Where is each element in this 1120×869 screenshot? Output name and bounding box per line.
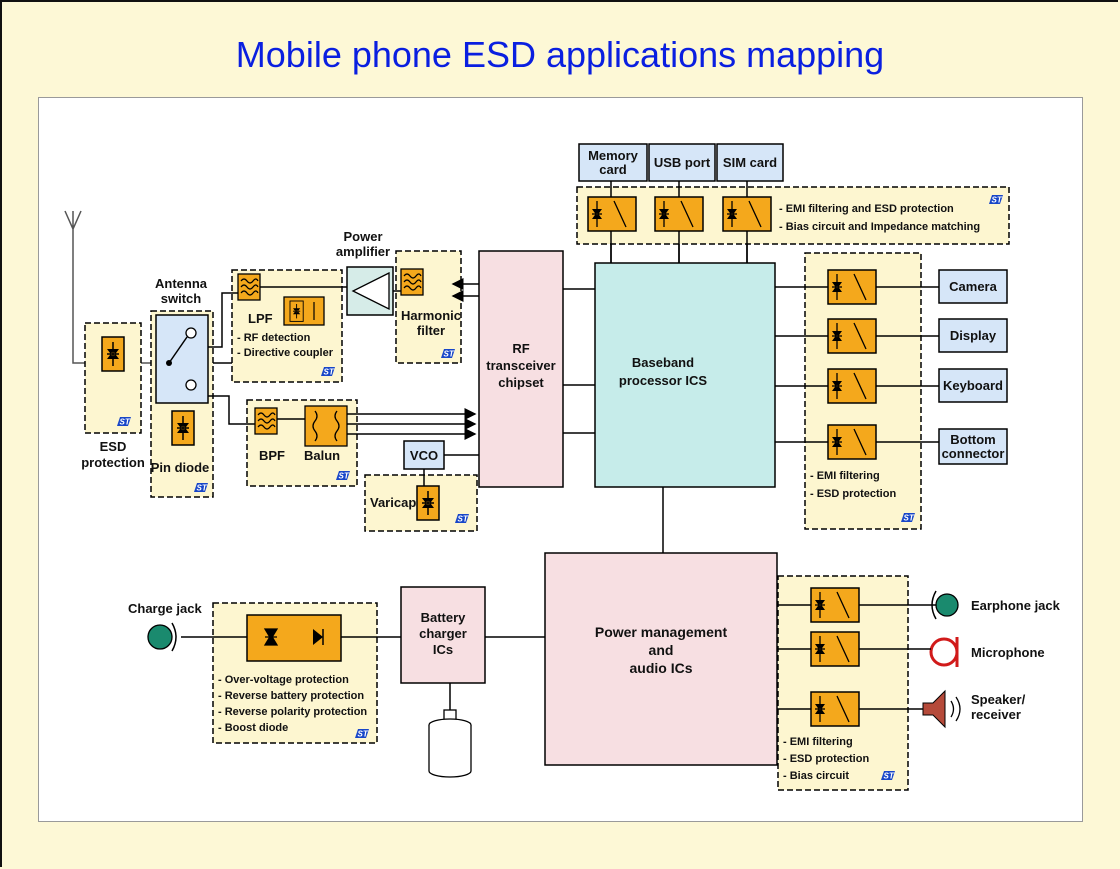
- camera-box: Camera: [938, 269, 1008, 304]
- right-note-1: - EMI filtering: [810, 470, 880, 482]
- esd-protection-label-2: protection: [81, 455, 145, 470]
- charge-protection-block: - Over-voltage protection - Reverse batt…: [212, 602, 378, 744]
- antenna-switch-block: Antenna switch Pin diode: [150, 276, 214, 498]
- right-note-2: - ESD protection: [810, 488, 896, 500]
- right-esd-group: - EMI filtering - ESD protection: [804, 252, 922, 530]
- power-amplifier-label-2: amplifier: [336, 244, 390, 259]
- power-mgmt-label-1: Power management: [595, 624, 728, 640]
- st-logo-icon: [901, 513, 915, 523]
- lpf-label: LPF: [248, 311, 273, 326]
- sim-card-label: SIM card: [723, 155, 777, 170]
- varicap-block: Varicap: [364, 469, 478, 532]
- audio-note-1: - EMI filtering: [783, 736, 853, 748]
- slide-title: Mobile phone ESD applications mapping: [235, 34, 885, 75]
- harmonic-filter-label-2: filter: [417, 323, 445, 338]
- earphone-jack-label: Earphone jack: [971, 598, 1061, 613]
- vco-label: VCO: [410, 448, 438, 463]
- rf-transceiver-block: RF transceiver chipset: [478, 250, 564, 488]
- display-label: Display: [950, 328, 997, 343]
- power-amplifier-block: Power amplifier: [336, 229, 394, 316]
- audio-note-3: - Bias circuit: [783, 770, 849, 782]
- power-management-block: Power management and audio ICs: [544, 552, 778, 766]
- speaker-label-2: receiver: [971, 707, 1021, 722]
- baseband-block: Baseband processor ICS: [594, 262, 776, 488]
- antenna-switch-label-2: switch: [161, 291, 202, 306]
- battery-charger-label-2: charger: [419, 626, 467, 641]
- top-note-2: - Bias circuit and Impedance matching: [779, 221, 980, 233]
- speaker-label-1: Speaker/: [971, 692, 1026, 707]
- connections: [181, 244, 939, 710]
- battery-charger-label-3: ICs: [433, 642, 453, 657]
- charge-note-4: - Boost diode: [218, 722, 288, 734]
- pin-diode-label: Pin diode: [151, 460, 210, 475]
- varicap-label: Varicap: [370, 495, 416, 510]
- memory-card-label-2: card: [599, 162, 627, 177]
- baseband-label-1: Baseband: [632, 355, 694, 370]
- harmonic-filter-block: Harmonic filter: [395, 250, 462, 364]
- usb-port-box: USB port: [648, 143, 716, 182]
- balun-label: Balun: [304, 448, 340, 463]
- power-amplifier-label-1: Power: [343, 229, 382, 244]
- battery-charger-block: Battery charger ICs: [400, 586, 486, 684]
- st-logo-icon: [455, 514, 469, 524]
- charge-note-3: - Reverse polarity protection: [218, 706, 367, 718]
- esd-diagram: ST Memory card USB port SIM card - EMI f…: [64, 143, 1061, 791]
- st-logo-icon: [321, 367, 335, 377]
- bottom-connector-label-2: connector: [942, 446, 1005, 461]
- vco-block: VCO: [403, 440, 445, 470]
- baseband-label-2: processor ICS: [619, 373, 707, 388]
- bpf-balun-block: BPF Balun: [246, 399, 358, 487]
- charge-note-2: - Reverse battery protection: [218, 690, 364, 702]
- power-mgmt-label-3: audio ICs: [629, 660, 692, 676]
- esd-protection-block: ESD protection: [81, 322, 145, 470]
- microphone-label: Microphone: [971, 645, 1045, 660]
- antenna-switch-label-1: Antenna: [155, 276, 208, 291]
- battery-charger-label-1: Battery: [421, 610, 467, 625]
- st-logo-icon: [194, 483, 208, 493]
- st-logo-icon: [336, 471, 350, 481]
- charge-note-1: - Over-voltage protection: [218, 674, 349, 686]
- bottom-connector-box: Bottom connector: [938, 428, 1008, 465]
- sim-card-box: SIM card: [716, 143, 784, 182]
- rf-label-3: chipset: [498, 375, 544, 390]
- bpf-label: BPF: [259, 448, 285, 463]
- speaker-icon: Speaker/ receiver: [922, 689, 1026, 729]
- usb-port-label: USB port: [654, 155, 711, 170]
- bottom-connector-label-1: Bottom: [950, 432, 996, 447]
- camera-label: Camera: [949, 279, 997, 294]
- esd-protection-label-1: ESD: [100, 439, 127, 454]
- top-esd-group: - EMI filtering and ESD protection - Bia…: [576, 181, 1010, 263]
- earphone-jack: Earphone jack: [931, 590, 1061, 620]
- rf-label-2: transceiver: [486, 358, 555, 373]
- memory-card-box: Memory card: [578, 143, 648, 182]
- st-logo-icon: [355, 729, 369, 739]
- st-logo-icon: [117, 417, 131, 427]
- st-logo-icon: [881, 771, 895, 781]
- lpf-note-2: - Directive coupler: [237, 347, 334, 359]
- display-box: Display: [938, 318, 1008, 353]
- diagram-panel: ST Memory card USB port SIM card - EMI f…: [38, 97, 1083, 822]
- harmonic-filter-label-1: Harmonic: [401, 308, 461, 323]
- st-logo-icon: [989, 195, 1003, 205]
- charge-jack: Charge jack: [128, 601, 202, 652]
- battery-icon: [428, 683, 472, 778]
- audio-esd-group: - EMI filtering - ESD protection - Bias …: [777, 575, 909, 791]
- top-note-1: - EMI filtering and ESD protection: [779, 203, 954, 215]
- keyboard-box: Keyboard: [938, 368, 1008, 403]
- memory-card-label-1: Memory: [588, 148, 639, 163]
- lpf-block: LPF - RF detection - Directive coupler: [231, 269, 343, 383]
- power-mgmt-label-2: and: [649, 642, 674, 658]
- st-logo-icon: [441, 349, 455, 359]
- rf-label-1: RF: [512, 341, 529, 356]
- audio-note-2: - ESD protection: [783, 753, 869, 765]
- lpf-note-1: - RF detection: [237, 332, 311, 344]
- keyboard-label: Keyboard: [943, 378, 1003, 393]
- microphone-icon: Microphone: [929, 637, 1045, 667]
- charge-jack-label: Charge jack: [128, 601, 202, 616]
